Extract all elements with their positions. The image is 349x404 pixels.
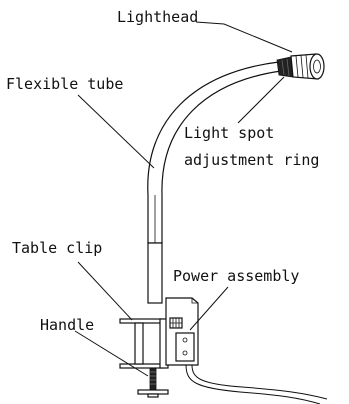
leader-lighthead xyxy=(195,21,293,53)
label-table-clip: Table clip xyxy=(12,239,102,257)
leader-handle xyxy=(74,330,149,377)
leader-flexible-tube xyxy=(77,94,155,169)
leader-lines xyxy=(74,21,293,377)
label-power-assembly: Power assembly xyxy=(173,267,299,285)
leader-table-clip xyxy=(77,261,133,321)
label-handle: Handle xyxy=(40,316,94,334)
handle xyxy=(137,367,169,398)
label-flexible-tube: Flexible tube xyxy=(6,75,123,93)
lighthead xyxy=(290,53,325,80)
lower-tube xyxy=(147,242,163,304)
power-cord xyxy=(185,364,328,404)
leader-light-spot-ring xyxy=(237,76,285,124)
table-clip xyxy=(119,318,169,369)
power-assembly xyxy=(165,297,199,366)
light-spot-adjustment-ring xyxy=(276,56,294,78)
leader-power-assembly xyxy=(189,286,229,331)
label-lighthead: Lighthead xyxy=(117,8,198,26)
label-light-spot-line2: adjustment ring xyxy=(184,151,319,169)
label-light-spot-line1: Light spot xyxy=(184,124,274,142)
